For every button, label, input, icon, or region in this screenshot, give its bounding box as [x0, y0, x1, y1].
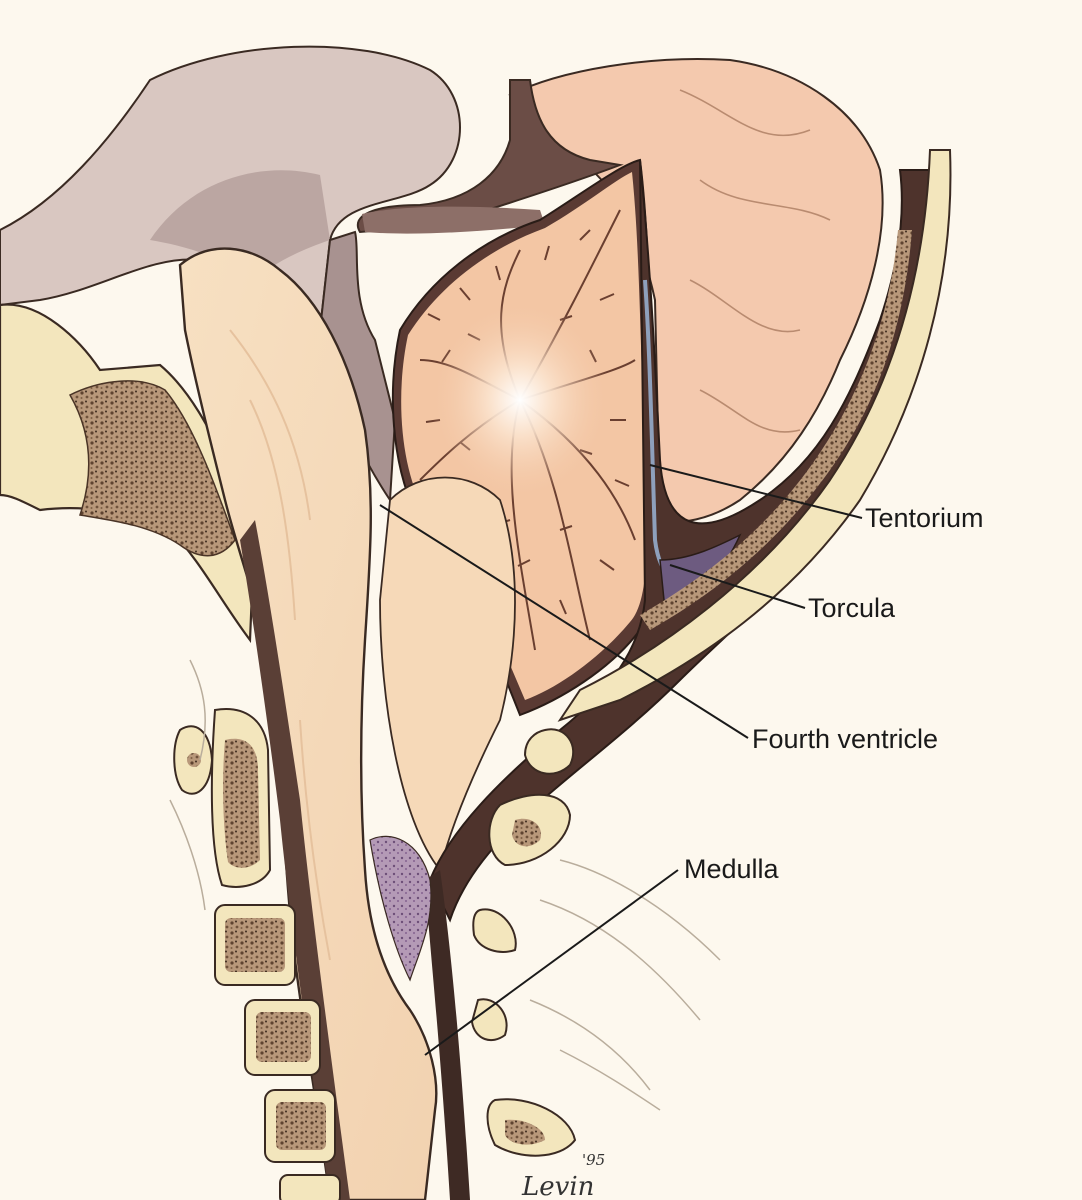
clivus-marrow: [68, 380, 236, 557]
fourth-ventricle-region: [379, 476, 516, 872]
occipital-lobe: [508, 58, 884, 523]
leader-tentorium: [649, 464, 863, 519]
label-medulla: Medulla: [684, 854, 780, 884]
label-tentorium: Tentorium: [865, 503, 984, 533]
leader-torcula: [669, 564, 806, 609]
leader-medulla: [424, 869, 679, 1056]
cisterna-magna: [369, 835, 432, 982]
neck-muscle-strokes: [529, 859, 721, 1111]
brainstem-fibers: [229, 329, 331, 961]
posterior-dura-spine: [425, 870, 470, 1200]
anterior-dura-spine: [240, 520, 350, 1200]
signature-year: '95: [582, 1151, 605, 1169]
occipital-bone: [557, 149, 952, 722]
anterior-vertebrae: [173, 708, 341, 1200]
prevertebral-strokes: [169, 659, 206, 911]
artist-signature: Levin: [521, 1172, 594, 1200]
corpus-callosum-shadow: [150, 170, 330, 280]
occipital-sulci: [679, 89, 831, 433]
leader-fourth-ventricle: [379, 504, 749, 739]
label-torcula: Torcula: [808, 593, 896, 623]
vein-strip: [362, 206, 545, 234]
posterior-vertebrae: [470, 728, 577, 1157]
label-fourth-ventricle: Fourth ventricle: [752, 724, 938, 754]
cerebellar-white-matter: [430, 300, 610, 500]
